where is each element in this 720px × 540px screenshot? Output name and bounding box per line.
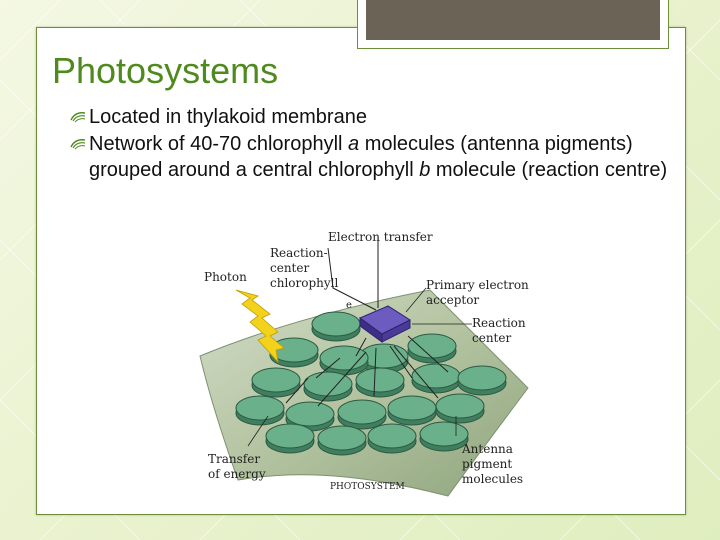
antenna-disc [387,395,437,421]
decorative-top-box [357,0,669,49]
label-electron: e [346,300,352,311]
bullet-list: Located in thylakoid membrane Network of… [70,104,670,184]
bullet-text-italic: a [348,133,360,155]
antenna-disc [285,401,335,427]
label-photosystem: PHOTOSYSTEM [330,482,405,492]
antenna-disc-group [235,311,507,456]
bullet-text-part: Network of 40-70 chlorophyll [89,133,349,155]
label-photon: Photon [204,270,247,284]
antenna-disc [251,367,301,393]
bullet-text-part: molecule (reaction centre) [430,159,668,181]
antenna-disc [419,421,469,447]
label-electron-transfer: Electron transfer [328,230,433,244]
bullet-text-part: molecules (antenna pigments) grouped aro… [89,133,633,181]
slide-title: Photosystems [52,50,279,91]
photosystem-diagram: Electron transfer Reaction- center chlor… [198,228,530,516]
label-primary-electron-acceptor: Primary electron acceptor [426,278,529,307]
antenna-disc [407,333,457,359]
label-reaction-center: Reaction center [472,316,526,345]
antenna-disc [311,311,361,337]
decorative-top-box-fill [366,0,660,40]
photosystem-illustration [199,236,529,497]
energy-transfer-arrows [285,236,449,407]
antenna-disc [337,399,387,425]
antenna-disc [457,365,507,391]
primary-electron-acceptor-icon [358,305,412,343]
bullet-item: Network of 40-70 chlorophyll a molecules… [70,131,670,183]
label-antenna-pigment-molecules: Antenna pigment molecules [462,442,524,486]
swoosh-bullet-icon [70,139,86,150]
label-transfer-of-energy: Transfer of energy [208,452,266,481]
antenna-disc [355,367,405,393]
antenna-disc [265,423,315,449]
bullet-item: Located in thylakoid membrane [70,104,670,130]
photon-lightning-icon [235,289,285,364]
antenna-disc [367,423,417,449]
antenna-disc [235,395,285,421]
swoosh-bullet-icon [70,112,86,123]
label-leader-lines [247,287,472,447]
bullet-text: Located in thylakoid membrane [89,106,367,128]
antenna-disc [317,425,367,451]
label-reaction-center-chlorophyll: Reaction- center chlorophyll [270,246,339,290]
antenna-disc [435,393,485,419]
bullet-text-italic: b [419,159,431,181]
